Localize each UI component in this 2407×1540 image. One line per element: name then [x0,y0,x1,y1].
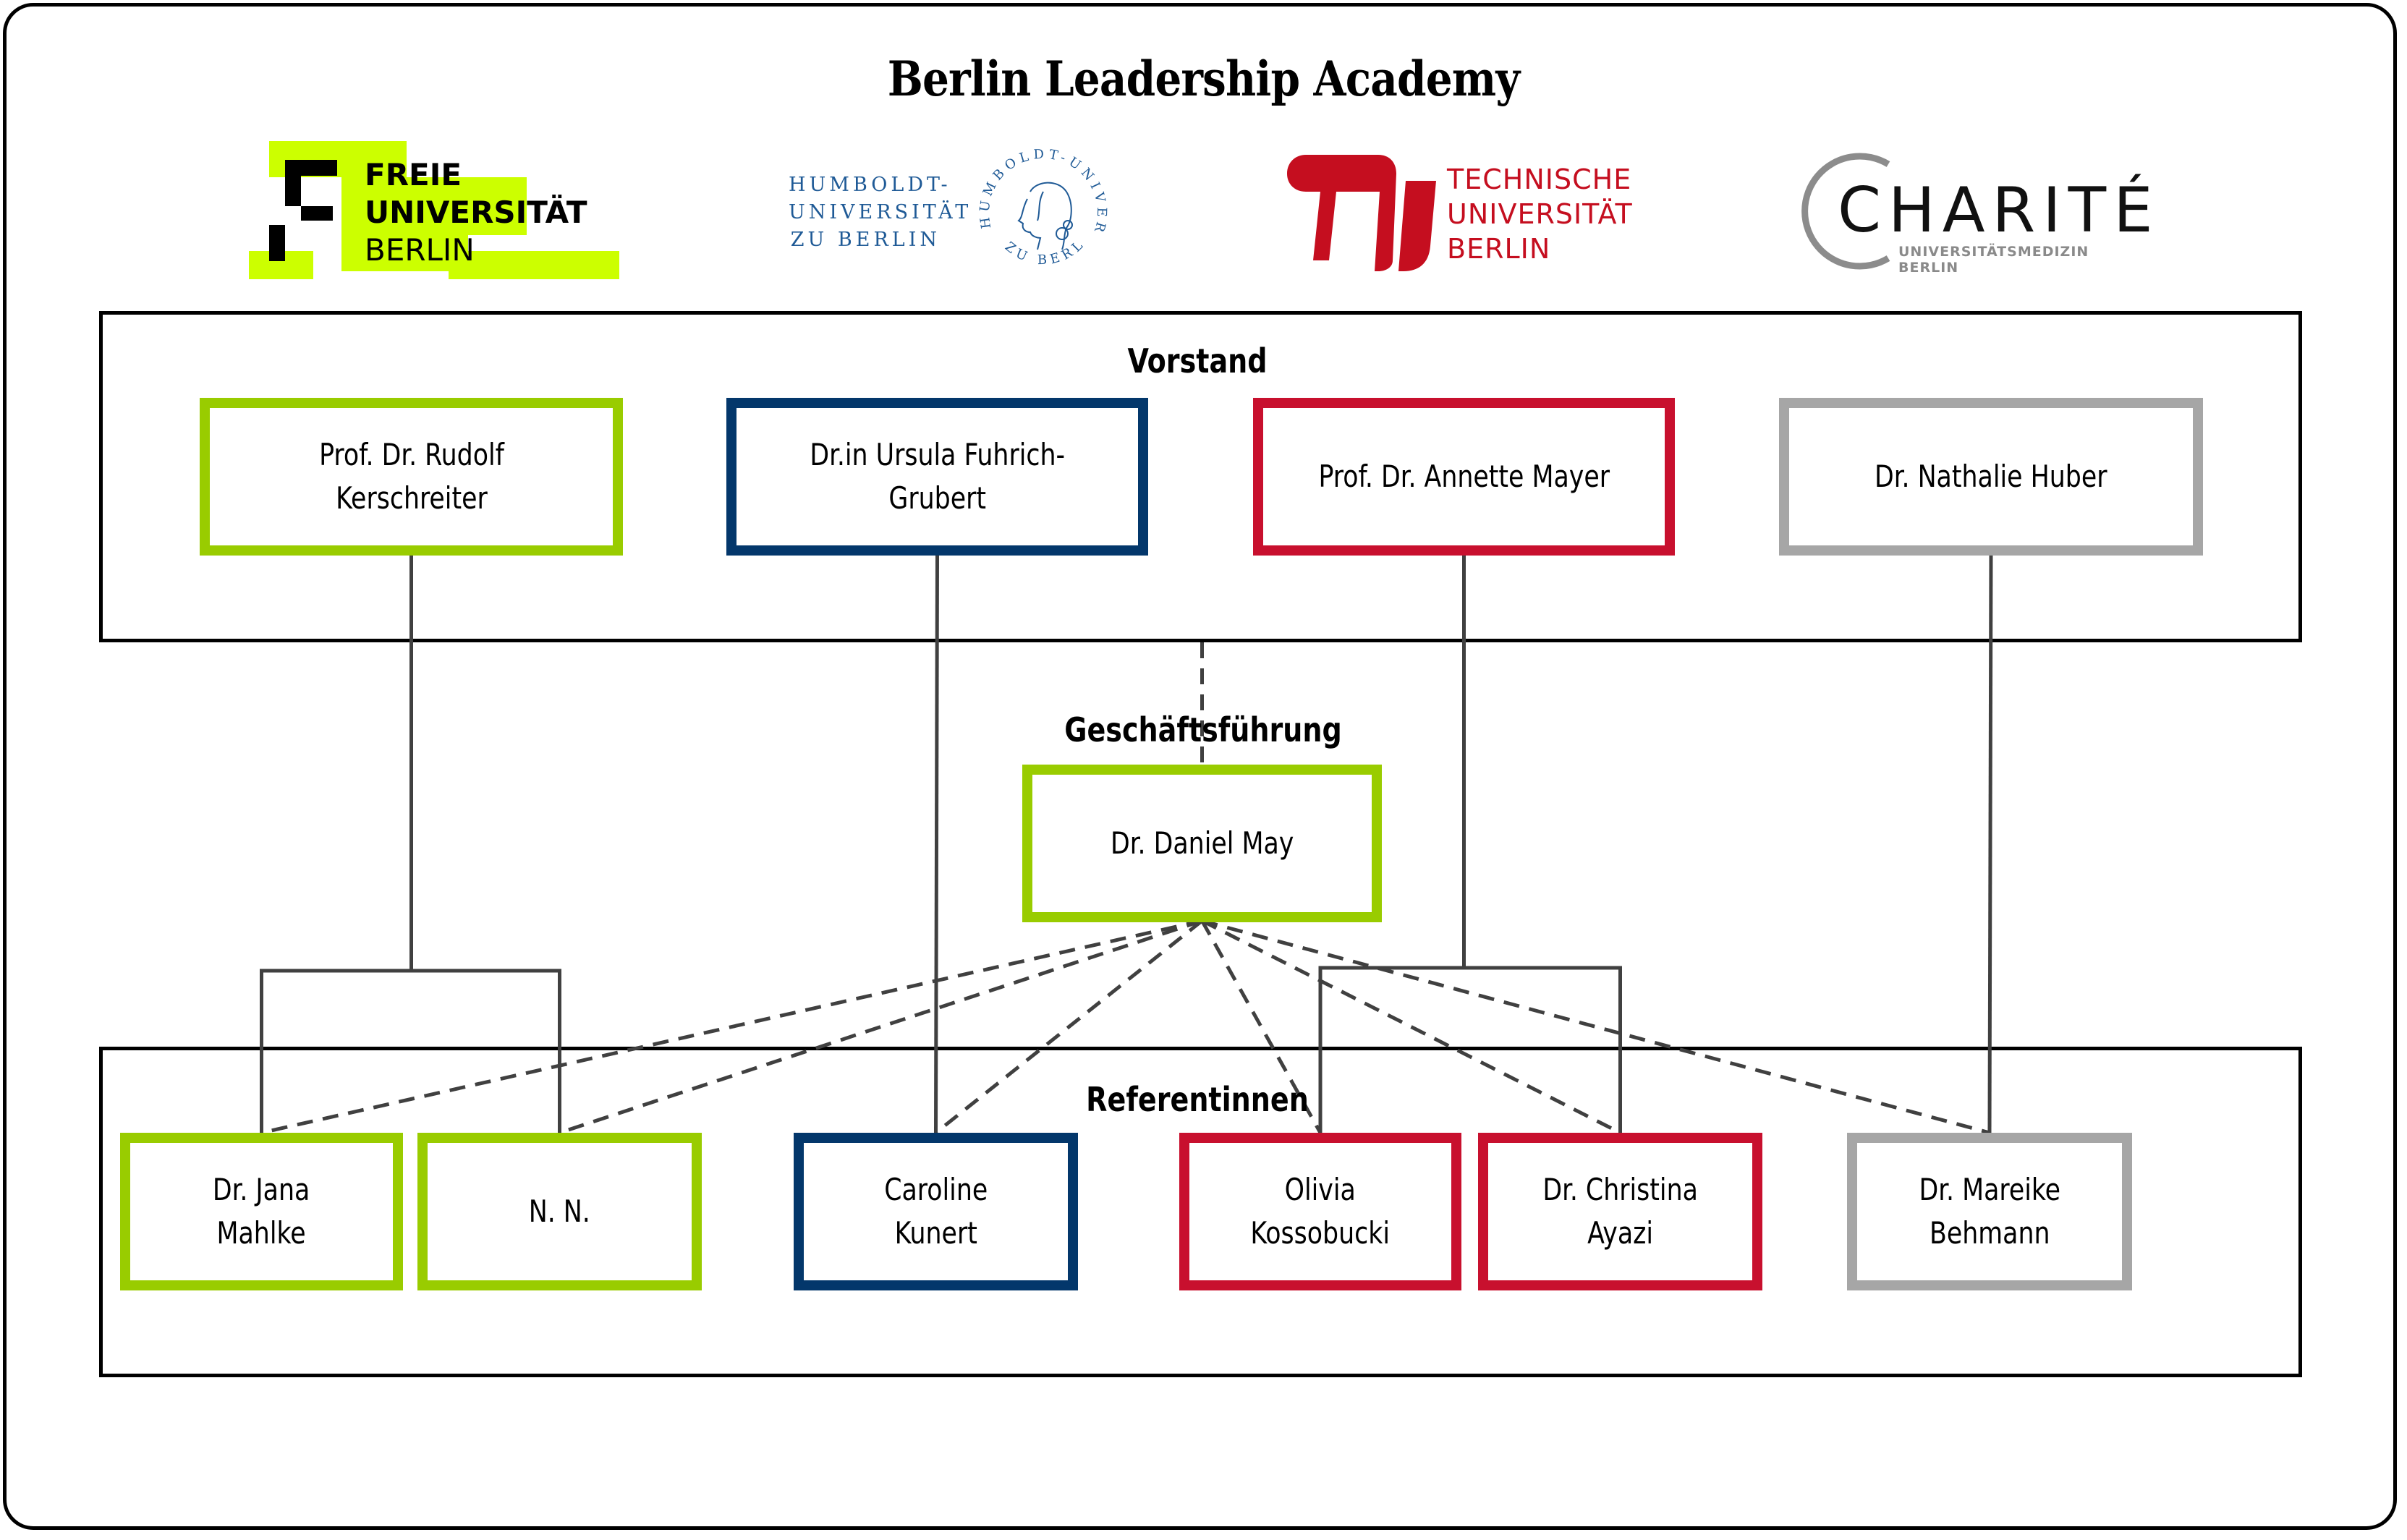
referentinnen-frame [99,1047,2302,1377]
hu-logo-line3: ZU BERLIN [790,229,941,251]
solid-connector-charite [1987,555,1993,1133]
vorstand-box-4: Dr. Nathalie Huber [1779,398,2203,556]
person-name-line2: Mahlke [216,1215,307,1251]
charite-logo: CHARITÉ UNIVERSITÄTSMEDIZIN BERLIN [1794,148,2153,276]
charite-c-arc-icon [1801,153,1890,270]
solid-connector-tu-bracket [1318,966,1622,1133]
solid-connector-hu [934,555,939,1133]
hu-logo-line1: HUMBOLDT- [789,174,951,196]
solid-connector-fu-bracket [260,969,561,1133]
diagram-frame [3,3,2397,1530]
hu-berlin-logo: HUMBOLDT- UNIVERSITÄT ZU BERLIN HUMBOLDT… [789,141,1114,300]
referentin-box-2: N. N. [417,1133,702,1290]
tu-logo-line1: TECHNISCHE [1447,163,1632,195]
person-name-line2: Kunert [894,1215,977,1251]
dashed-connector-gf-ref-6 [1201,919,1990,1135]
fu-logo-line2: UNIVERSITÄT [365,195,587,230]
tu-logo-line2: UNIVERSITÄT [1447,198,1633,230]
person-name-line1: Prof. Dr. Rudolf [318,437,504,472]
tu-berlin-logo: TECHNISCHE UNIVERSITÄT BERLIN [1284,152,1633,275]
tu-mark-icon [1287,155,1436,271]
tu-logo-line3: BERLIN [1447,233,1551,265]
person-name-line2: Grubert [888,480,986,516]
fu-berlin-logo: FREIE UNIVERSITÄT BERLIN [249,141,619,282]
charite-logo-subtitle: UNIVERSITÄTSMEDIZIN BERLIN [1898,244,2089,276]
geschaeftsfuehrung-box: Dr. Daniel May [1022,765,1382,922]
hu-logo-line2: UNIVERSITÄT [789,201,972,224]
gf-name: Dr. Daniel May [1110,825,1294,861]
dashed-connector-gf-ref-5 [1201,919,1621,1135]
vorstand-box-3: Prof. Dr. Annette Mayer [1253,398,1675,556]
dashed-connector-gf-ref-4 [1200,919,1323,1134]
page-title: Berlin Leadership Academy [887,51,1520,107]
dashed-connector-gf-ref-1 [260,919,1203,1135]
fu-logo-line1: FREIE [365,157,462,192]
vorstand-box-2: Dr.in Ursula Fuhrich- Grubert [726,398,1148,556]
vorstand-frame [99,311,2302,642]
person-name-line1: Dr. Mareike [1919,1172,2060,1207]
section-label-vorstand: Vorstand [1127,341,1268,380]
person-name-line1: Dr. Christina [1542,1172,1698,1207]
hu-seal-icon: HUMBOLDT-UNIVERSITÄT ZU BERLIN [971,141,1105,268]
person-name-line1: N. N. [528,1194,591,1229]
section-label-referentinnen: Referentinnen [1086,1080,1309,1119]
person-name-line1: Caroline [883,1172,988,1207]
charite-logo-name: CHARITÉ [1838,174,2160,247]
dashed-connector-gf-ref-3 [934,919,1204,1134]
dashed-connector-gf-ref-2 [559,919,1203,1135]
person-name-line2: Behmann [1929,1215,2050,1251]
fu-logo-line3: BERLIN [365,232,475,268]
section-label-geschaeftsfuehrung: Geschäftsführung [1064,710,1342,749]
person-name-line1: Dr. Jana [213,1172,310,1207]
person-name-line1: Prof. Dr. Annette Mayer [1318,459,1610,494]
person-name-line1: Dr.in Ursula Fuhrich- [810,437,1065,472]
person-name-line1: Dr. Nathalie Huber [1875,459,2107,494]
person-name-line2: Kerschreiter [335,480,488,516]
person-name-line2: Kossobucki [1250,1215,1391,1251]
person-name-line1: Olivia [1284,1172,1357,1207]
person-name-line2: Ayazi [1587,1215,1653,1251]
